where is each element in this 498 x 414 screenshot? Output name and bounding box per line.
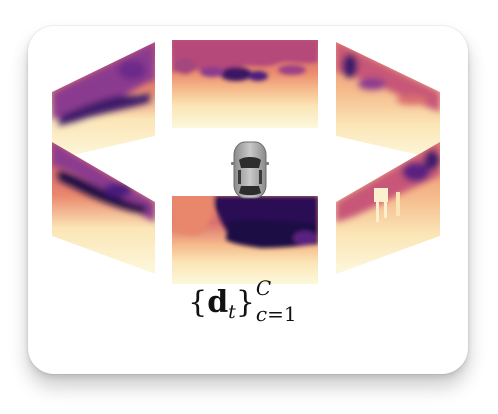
- depth-map-front-left: [52, 42, 155, 160]
- formula-close-brace: }: [235, 285, 255, 320]
- depth-map-back-right: [336, 142, 440, 274]
- depth-map-back: [172, 196, 318, 284]
- depth-map-back-left: [52, 142, 155, 274]
- car-top-view-icon: [231, 141, 269, 199]
- depth-map-front-right: [336, 42, 440, 160]
- formula-lower-limit: c=1: [256, 304, 297, 324]
- depth-map-front: [172, 40, 318, 128]
- formula-symbol: d: [207, 285, 229, 320]
- formula-lower-var: c: [255, 302, 268, 326]
- pole-structure: [374, 188, 400, 222]
- formula-superscript: C: [255, 276, 272, 300]
- formula-subscript-index: t: [228, 301, 236, 323]
- formula-open-brace: {: [188, 285, 208, 320]
- formula-lower-rest: =1: [267, 302, 297, 326]
